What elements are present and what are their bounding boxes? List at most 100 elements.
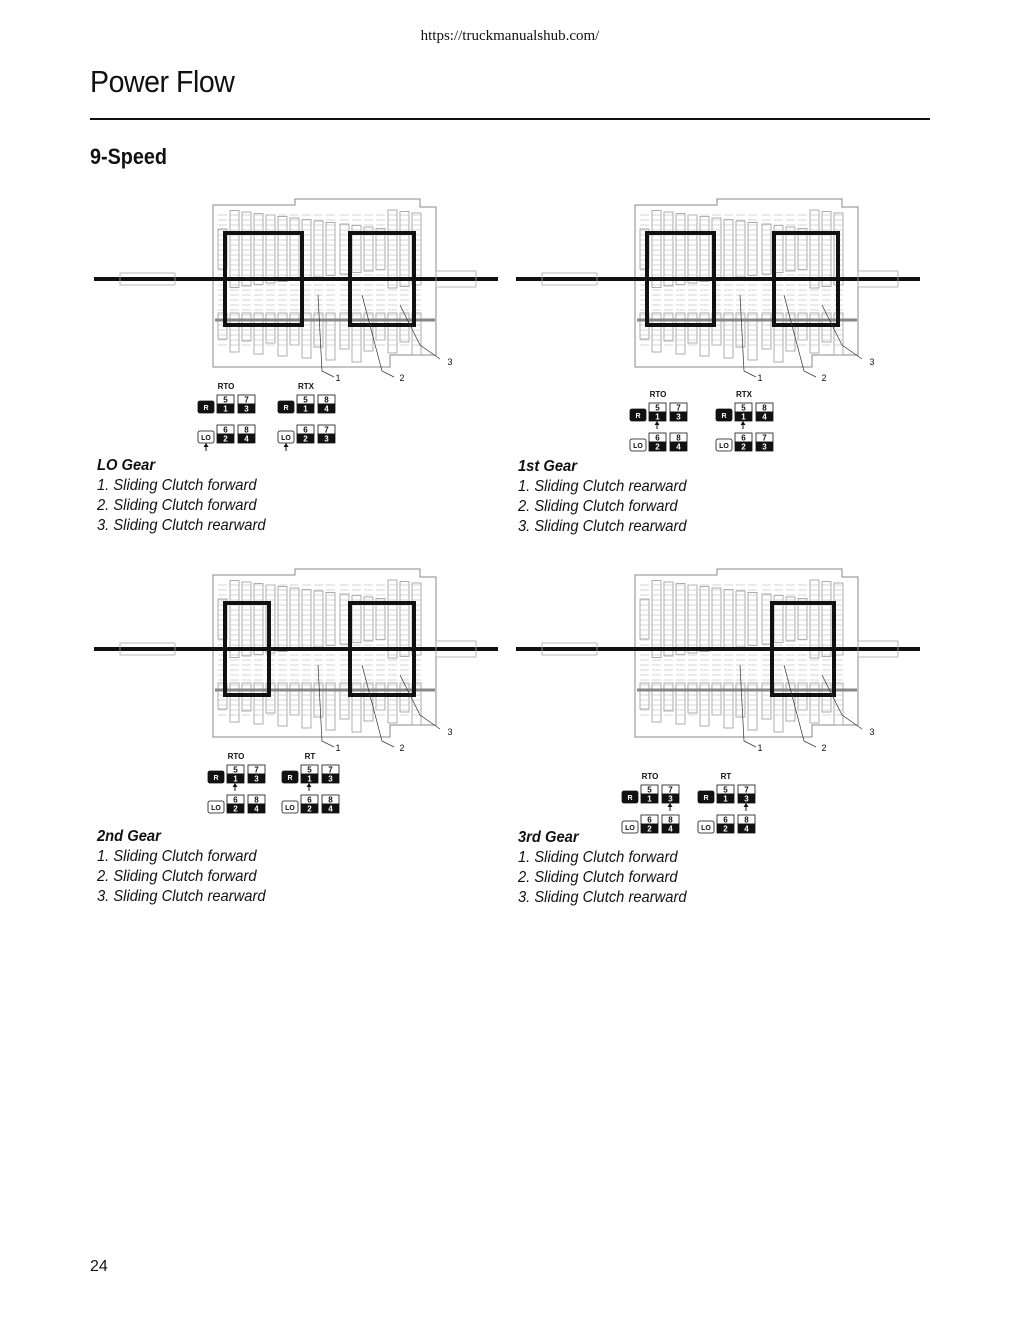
gear-lower — [699, 312, 710, 357]
gear-lower — [723, 312, 734, 359]
shift-key-label: 4 — [244, 435, 249, 444]
shift-key-label: LO — [285, 805, 295, 812]
shift-key-lower — [640, 823, 659, 834]
selected-gear-arrowhead — [203, 443, 209, 447]
shift-key-label: 7 — [324, 426, 329, 435]
callout-leader-1 — [739, 664, 757, 748]
gear-lower — [687, 312, 698, 344]
gear-lower — [387, 682, 398, 724]
gear-lower — [747, 682, 758, 731]
callout-number: 1 — [335, 743, 340, 753]
shift-key-label: R — [721, 413, 726, 420]
gear-lower — [761, 682, 772, 720]
shift-key-lower — [247, 773, 266, 784]
gear-lower — [809, 312, 820, 354]
gear-lower — [411, 682, 422, 726]
gear-upper — [747, 592, 758, 646]
shift-key-label: 5 — [233, 766, 238, 775]
shift-key-lower — [661, 793, 680, 804]
step-3: 3. Sliding Clutch rearward — [518, 518, 687, 535]
shift-key-label: 7 — [254, 766, 259, 775]
highlight-box-auxiliary — [348, 601, 416, 697]
gear-lower — [351, 682, 362, 733]
callout-leader-1 — [317, 664, 335, 748]
shift-key-label: 6 — [647, 816, 652, 825]
gear-lower — [651, 682, 662, 723]
gear-lower — [301, 312, 312, 359]
title-divider — [90, 118, 930, 120]
selected-gear-arrowhead — [232, 783, 238, 787]
gear-upper — [375, 228, 386, 270]
shift-key-lower — [296, 403, 315, 414]
callout-leader-2 — [783, 664, 817, 748]
gear-lower — [821, 312, 832, 343]
gear-upper — [229, 580, 240, 658]
shift-pattern-label: RTO — [642, 772, 659, 781]
shift-key-label: 3 — [676, 413, 681, 422]
shift-key-label: 7 — [244, 396, 249, 405]
gear-lower — [809, 682, 820, 724]
gear-upper — [289, 217, 300, 281]
shift-key — [715, 438, 733, 452]
shift-key-label: 1 — [655, 413, 660, 422]
shift-key-label: 2 — [723, 825, 728, 834]
shift-key-lower — [247, 803, 266, 814]
shift-key-lower — [669, 411, 688, 422]
gear-upper — [651, 210, 662, 288]
step-1: 1. Sliding Clutch forward — [518, 849, 678, 866]
gear-upper — [387, 209, 398, 289]
gear-upper — [301, 589, 312, 649]
callout-number: 1 — [757, 373, 762, 383]
shift-key-label: 6 — [307, 796, 312, 805]
callout-leader-3 — [821, 674, 863, 730]
highlight-box-auxiliary — [348, 231, 416, 327]
shift-key — [621, 790, 639, 804]
gear-upper — [761, 223, 772, 275]
selected-gear-arrowhead — [283, 443, 289, 447]
shift-key-label: 6 — [723, 816, 728, 825]
gear-lower — [675, 682, 686, 725]
shift-key-lower — [640, 793, 659, 804]
gear-upper — [313, 220, 324, 278]
shift-key-label: R — [635, 413, 640, 420]
gear-lower — [411, 312, 422, 356]
shift-key-label: 6 — [233, 796, 238, 805]
shift-key-label: 8 — [676, 434, 681, 443]
housing-outline — [634, 568, 859, 738]
gear-upper — [241, 581, 252, 657]
selected-gear-arrowhead — [306, 783, 312, 787]
gear-lower — [821, 682, 832, 713]
shift-key-label: 3 — [762, 443, 767, 452]
shift-key-label: 2 — [233, 805, 238, 814]
gear-upper — [785, 226, 796, 272]
gear-upper — [699, 216, 710, 282]
highlight-box-front — [645, 231, 716, 327]
gear-name: LO Gear — [97, 457, 156, 474]
shift-key-label: LO — [701, 825, 711, 832]
shift-key-label: 2 — [303, 435, 308, 444]
gear-lower — [387, 312, 398, 354]
shift-key-label: 5 — [303, 396, 308, 405]
shift-key-lower — [716, 793, 735, 804]
shift-key-label: 8 — [762, 404, 767, 413]
gear-upper — [399, 581, 410, 657]
shift-key-label: 1 — [741, 413, 746, 422]
gear-lower — [325, 312, 336, 361]
gear-lower — [253, 312, 264, 355]
shift-key-label: 1 — [233, 775, 238, 784]
gear-upper — [325, 592, 336, 646]
gear-lower — [785, 312, 796, 352]
shift-key-lower — [300, 773, 319, 784]
gear-lower — [761, 312, 772, 350]
shift-key-lower — [317, 403, 336, 414]
gear-upper — [723, 589, 734, 649]
callout-number: 2 — [821, 373, 826, 383]
gear-name: 3rd Gear — [518, 829, 579, 846]
shift-key-label: 7 — [328, 766, 333, 775]
shift-key-lower — [237, 403, 256, 414]
shift-key-label: 6 — [303, 426, 308, 435]
